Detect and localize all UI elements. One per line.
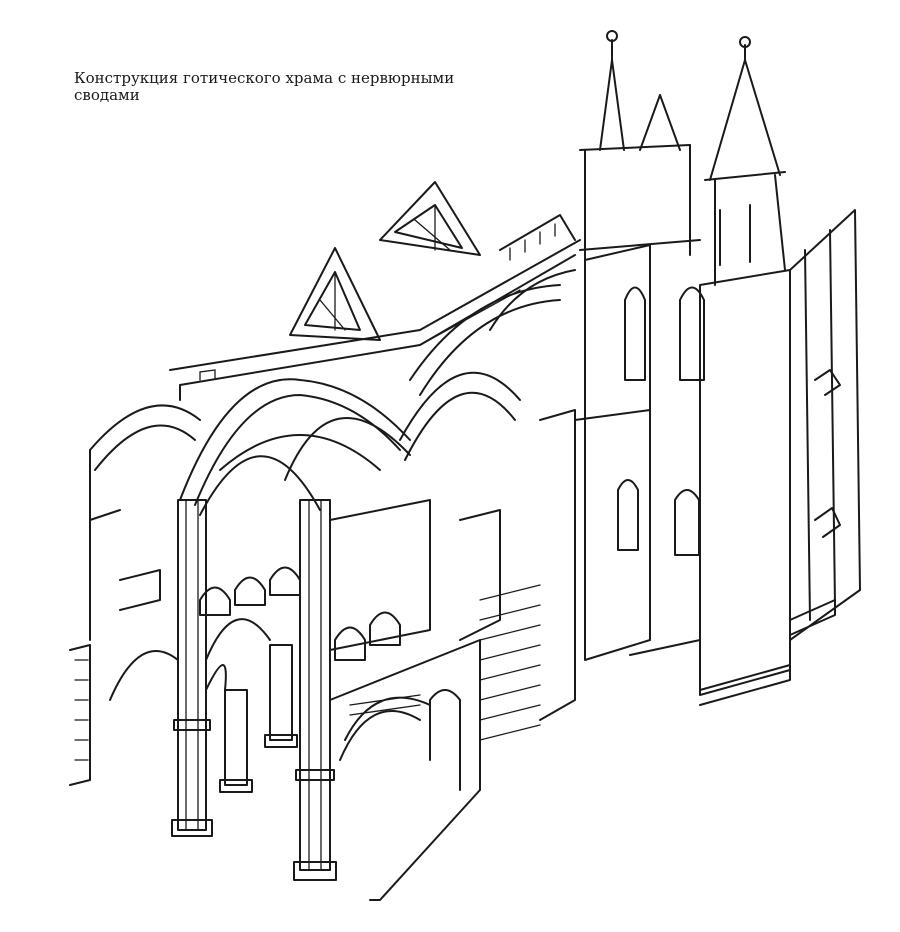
section-wall-foreground — [329, 499, 541, 901]
left-aisle-section — [69, 449, 161, 786]
nave-upper-wall — [169, 214, 581, 401]
ribbed-vault — [89, 371, 521, 516]
column-front-2 — [293, 499, 337, 881]
flying-buttresses — [409, 269, 576, 721]
caption-line-2: сводами — [74, 86, 140, 104]
side-wall-buttresses — [789, 209, 861, 641]
column-front-1 — [171, 499, 213, 837]
arcade-arches — [109, 566, 401, 701]
caption-line-1: Конструкция готического храма с нервюрны… — [74, 69, 455, 87]
tower-right — [629, 36, 791, 706]
tower-left — [574, 30, 701, 661]
roof-truss-front — [289, 247, 381, 341]
column-inner-1 — [219, 644, 298, 793]
figure-caption: Конструкция готического храма с нервюрны… — [74, 70, 514, 104]
roof-truss-rear — [379, 181, 481, 256]
